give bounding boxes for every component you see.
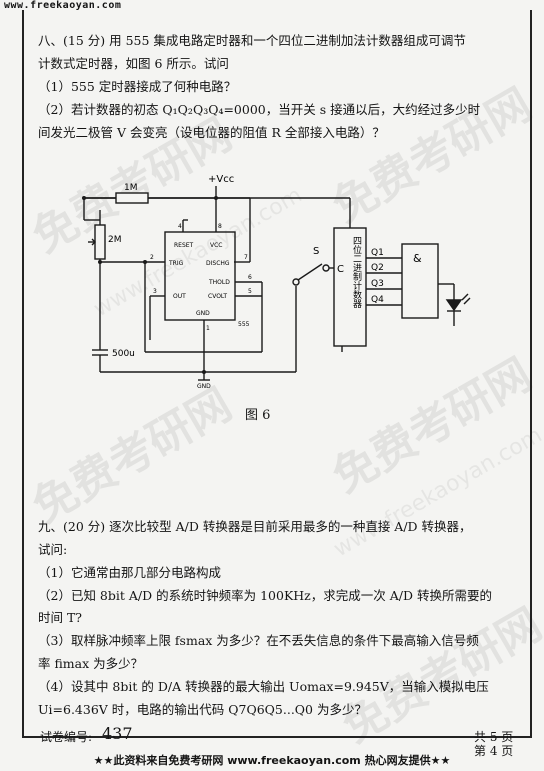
q9-part2: （2）已知 8bit A/D 的系统时钟频率为 100KHz，求完成一次 A/D… [38,588,492,603]
output-q3: Q3 [371,279,384,289]
exam-page-border [22,10,532,738]
chip-555-label: 555 [238,321,250,328]
figure-caption: 图 6 [245,408,271,423]
output-q4: Q4 [371,295,384,305]
circuit-figure: +Vcc 1M 2M 500u GND RESET VCC TRIG DISCH… [82,174,471,390]
pin-out: OUT [173,293,186,300]
vcc-label: +Vcc [208,174,234,185]
pin-disch: DISCHG [206,260,230,267]
r2-label: 2M [108,235,122,245]
q9-part4: （4）设其中 8bit 的 D/A 转换器的最大输出 Uomax=9.945V，… [38,679,489,694]
pin-num-8: 8 [218,223,222,230]
q9-part3: （3）取样脉冲频率上限 fsmax 为多少？在不丢失信息的条件下最高输入信号频 [38,633,479,648]
gnd-label: GND [197,383,211,390]
r1-label: 1M [124,183,138,193]
switch-label: S [313,246,319,257]
q9-title: 九、(20 分) 逐次比较型 A/D 转换器是目前采用最多的一种直接 A/D 转… [38,519,472,534]
top-url: www.freekaoyan.com [4,0,122,11]
pin-gnd: GND [196,310,210,317]
pin-num-5: 5 [248,288,252,295]
pin-num-3: 3 [153,288,157,295]
cap-label: 500u [112,349,135,359]
q9-part1: （1）它通常由那几部分电路构成 [38,565,221,580]
pin-reset: RESET [174,242,194,249]
q8-part2: （2）若计数器的初态 Q₁Q₂Q₃Q₄=0000，当开关 s 接通以后，大约经过… [38,102,481,117]
pin-trig: TRIG [168,260,184,267]
pin-num-1: 1 [206,325,210,332]
footer-banner: ★★此资料来自免费考研网 www.freekaoyan.com 热心网友提供★★ [93,754,451,767]
pin-num-2: 2 [150,254,154,261]
pin-thold: THOLD [208,279,230,286]
counter-label: 四位二进制计数器 [351,236,362,308]
q8-part2-cont: 间发光二极管 V 会变亮（设电位器的阻值 R 全部接入电路）？ [38,125,385,140]
pin-num-4: 4 [178,223,182,230]
q8-title: 八、(15 分) 用 555 集成电路定时器和一个四位二进制加法计数器组成可调节 [38,33,466,48]
pin-cvolt: CVOLT [208,293,227,300]
pin-num-7: 7 [244,254,248,261]
q8-part1: （1）555 定时器接成了何种电路？ [38,79,237,94]
output-q1: Q1 [371,248,384,258]
page-total: 共 5 页 [474,730,514,744]
paper-number-label: 试卷编号: [40,730,93,744]
q9-part2-cont: 时间 T? [38,610,83,625]
pin-num-6: 6 [248,274,252,281]
pin-vcc: VCC [210,242,222,249]
q8-title-cont: 计数式定时器，如图 6 所示。试问 [38,56,229,71]
q9-part4-cont: Ui=6.436V 时，电路的输出代码 Q7Q6Q5...Q0 为多少？ [38,702,367,717]
output-q2: Q2 [371,263,384,273]
q9-title-cont: 试问: [38,542,68,557]
counter-c-label: C [337,264,344,275]
q9-part3-cont: 率 fimax 为多少？ [38,656,144,671]
and-gate-symbol: & [413,252,422,265]
paper-number-value: 437 [102,724,133,743]
page-number: 第 4 页 [474,744,514,758]
